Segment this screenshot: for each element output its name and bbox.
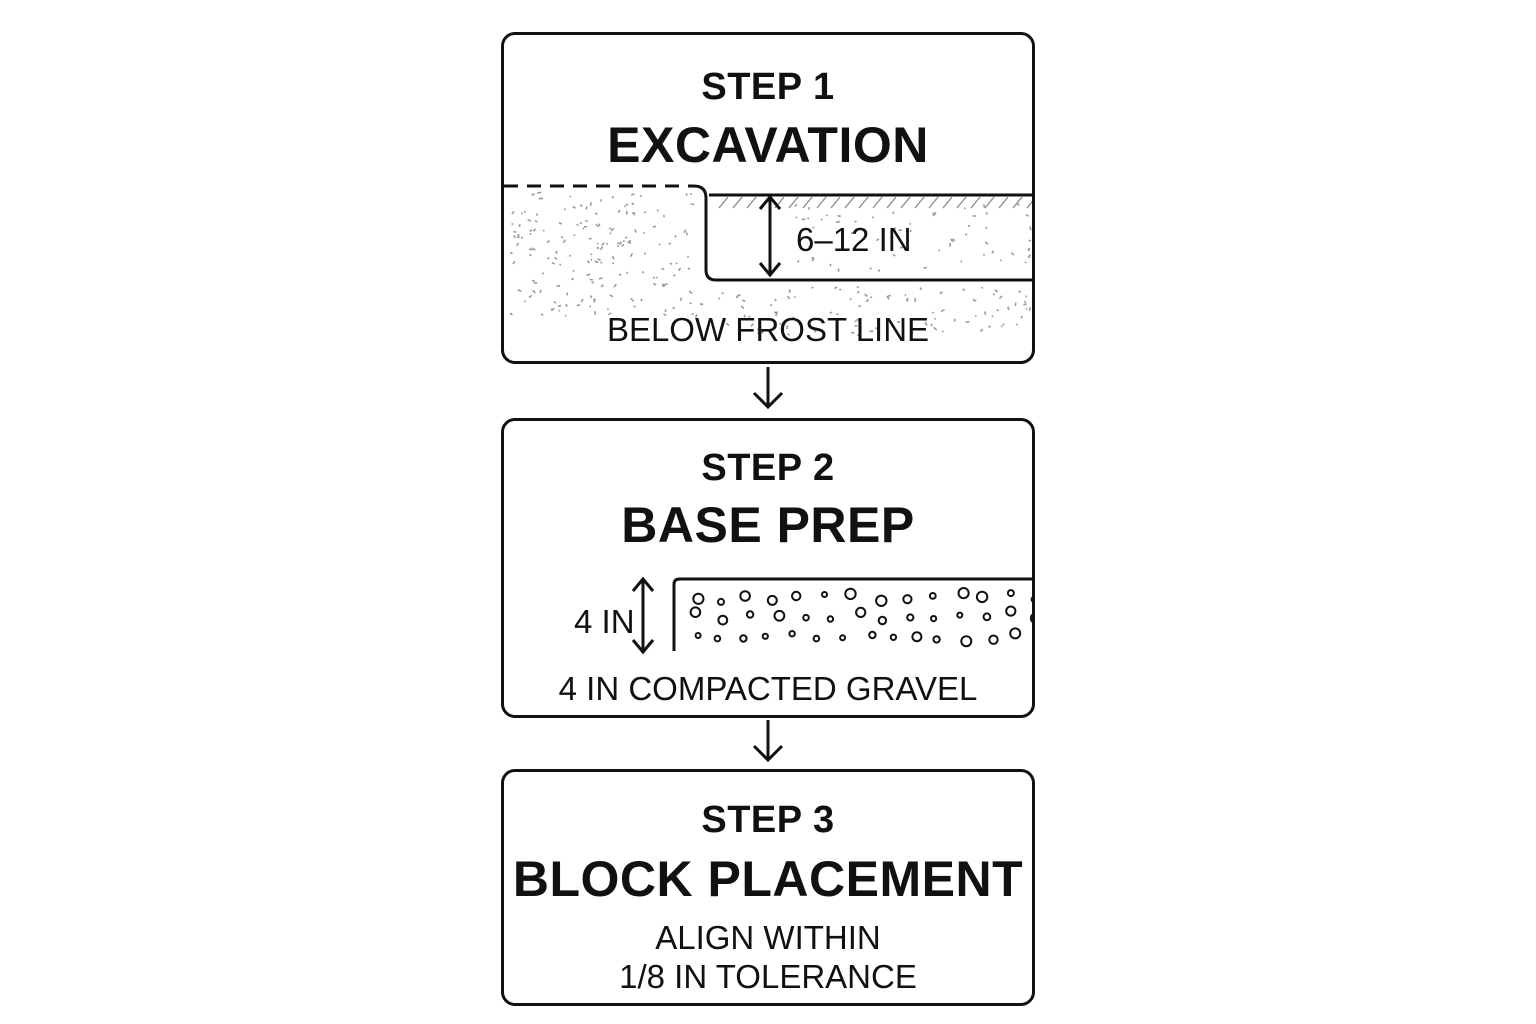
gravel-base-section — [631, 576, 1032, 655]
arrow-down-icon — [752, 720, 784, 763]
step-3-card: STEP 3 BLOCK PLACEMENT ALIGN WITHIN 1/8 … — [501, 769, 1035, 1006]
soil-texture-bottom — [694, 286, 1032, 337]
ground-hatch — [718, 196, 1032, 209]
gravel-texture — [689, 587, 1032, 648]
depth-arrow-icon — [758, 194, 782, 278]
step-1-card: STEP 1 EXCAVATION 6–12 IN BELOW FROST LI… — [501, 32, 1035, 364]
excavation-depth-label: 6–12 IN — [796, 221, 912, 258]
trench-outline — [693, 184, 1032, 282]
depth-arrow-icon — [631, 576, 655, 655]
base-note: 4 IN COMPACTED GRAVEL — [558, 670, 978, 707]
placement-note-line-1: ALIGN WITHIN — [655, 919, 881, 956]
step-2-label: STEP 2 — [701, 447, 835, 489]
gravel-layer-outline — [672, 577, 1032, 651]
soil-texture-left — [509, 191, 695, 317]
placement-note-line-2: 1/8 IN TOLERANCE — [619, 958, 917, 995]
excavation-note: BELOW FROST LINE — [606, 311, 930, 348]
step-2-title: BASE PREP — [621, 497, 915, 553]
excavation-cross-section — [504, 184, 1032, 337]
soil-texture-trench — [794, 203, 1032, 272]
base-depth-label: 4 IN — [574, 603, 635, 640]
step-3-label: STEP 3 — [701, 799, 835, 841]
arrow-down-icon — [752, 367, 784, 410]
step-1-title: EXCAVATION — [607, 117, 929, 173]
step-2-card: STEP 2 BASE PREP 4 IN 4 IN COMPACTED GRA… — [501, 418, 1035, 718]
step-1-label: STEP 1 — [701, 66, 835, 108]
step-3-title: BLOCK PLACEMENT — [512, 851, 1024, 907]
